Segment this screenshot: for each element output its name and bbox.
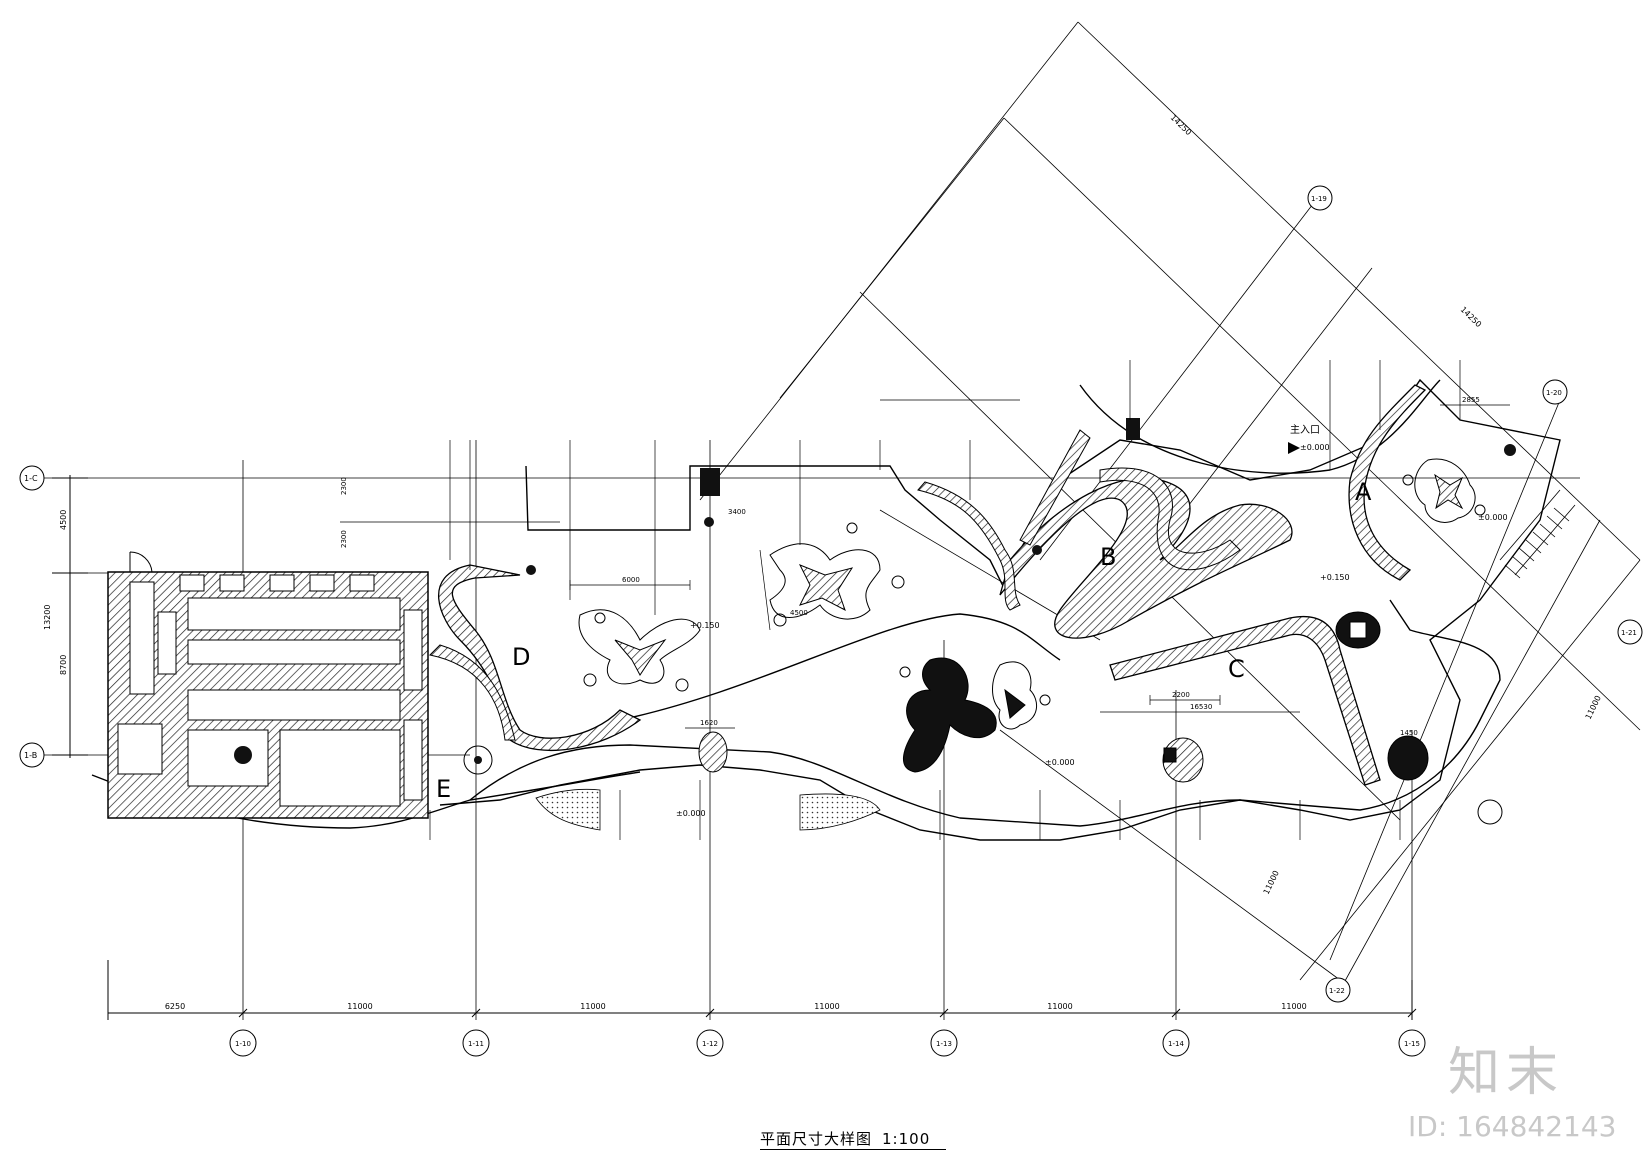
- zone-label-e: E: [436, 775, 451, 803]
- watermark-id: ID: 164842143: [1408, 1110, 1617, 1143]
- elevation-mark-mid: ±0.000: [1045, 758, 1075, 767]
- dim-text-top: 3400: [728, 508, 746, 516]
- elevation-mark-b: +0.150: [1320, 573, 1350, 582]
- zone-label-b: B: [1100, 543, 1116, 571]
- curved-wall-b: [999, 477, 1293, 639]
- dimension-tick: [1171, 1008, 1181, 1018]
- axis-bubble-1-14: [1162, 1029, 1190, 1057]
- axis-label-1-14: 1-14: [1168, 1040, 1184, 1048]
- span-label: 6250: [165, 1002, 185, 1011]
- dimension-tick: [939, 1008, 949, 1018]
- dimension-tick: [1407, 1008, 1417, 1018]
- elevation-mark-bottom: ±0.000: [676, 809, 706, 818]
- axis-bubble-1-10: [229, 1029, 257, 1057]
- entrance-arrow-icon: [1288, 442, 1300, 454]
- dim-text-right: 2855: [1462, 396, 1480, 404]
- dim-text-pod: 1450: [1400, 729, 1418, 737]
- span-label: 11000: [1281, 1002, 1306, 1011]
- drawing-title: 平面尺寸大样图 1:100: [760, 1128, 930, 1149]
- axis-label-1-12: 1-12: [702, 1040, 718, 1048]
- entrance-label: 主入口: [1290, 424, 1320, 436]
- curved-wall-d-2: [428, 644, 516, 741]
- zone-label-d: D: [512, 643, 530, 671]
- axis-label-1-20: 1-20: [1546, 389, 1562, 397]
- dark-pod-2: [1387, 735, 1429, 781]
- rotated-axis-bubbles: 1-19 1-20 1-21 1-22: [1307, 185, 1643, 1003]
- axis-label-1-19: 1-19: [1311, 195, 1327, 203]
- left-dim-bottom: 8700: [59, 655, 68, 675]
- axis-label-1-c: 1-C: [24, 474, 38, 483]
- dim-text-module-mid: 4500: [790, 609, 808, 617]
- dark-pod-1-core: [1349, 621, 1367, 639]
- zone-label-c: C: [1228, 655, 1245, 683]
- axis-label-1-10: 1-10: [235, 1040, 251, 1048]
- corridor-wall: [1019, 429, 1091, 546]
- title-underline: [760, 1149, 946, 1150]
- curved-wall-a: [1348, 384, 1427, 581]
- span-label: 11000: [580, 1002, 605, 1011]
- dim-text-left-2: 2300: [340, 530, 348, 548]
- dim-text-module-left: 6000: [622, 576, 640, 584]
- drawing-title-text: 平面尺寸大样图: [760, 1130, 873, 1148]
- seating-module-mid: [769, 522, 905, 627]
- dim-text-ramp: 16530: [1190, 703, 1212, 711]
- ramp-wall-c: [1109, 616, 1381, 786]
- drawing-scale: 1:100: [882, 1130, 931, 1148]
- axis-label-1-21: 1-21: [1621, 629, 1637, 637]
- entrance-elevation: ±0.000: [1300, 443, 1330, 452]
- rotated-dim-4: 11000: [1262, 869, 1281, 896]
- dim-text-hatched-pod: 2200: [1172, 691, 1190, 699]
- axis-bubble-1-12: [696, 1029, 724, 1057]
- left-dim-total: 13200: [43, 605, 52, 630]
- planter-strip-2: [799, 793, 881, 831]
- rotated-dim-2: 14250: [1459, 305, 1484, 329]
- dimension-tick: [238, 1008, 248, 1018]
- upper-wall: [917, 481, 1021, 611]
- stair: [1499, 489, 1576, 579]
- dark-pod-cluster: [899, 657, 1051, 773]
- kitchen-block: [107, 551, 429, 819]
- axis-bubble-1-11: [462, 1029, 490, 1057]
- planter-strip: [535, 788, 601, 831]
- axis-bubble-1-13: [930, 1029, 958, 1057]
- axis-label-1-15: 1-15: [1404, 1040, 1420, 1048]
- curved-wall-d: [438, 564, 642, 751]
- span-label: 11000: [814, 1002, 839, 1011]
- curved-wall-b-2: [1099, 467, 1241, 571]
- axis-label-1-13: 1-13: [936, 1040, 952, 1048]
- zone-label-a: A: [1355, 478, 1372, 506]
- axis-bubble-1-15: [1398, 1029, 1426, 1057]
- feature-dimension-lines: [569, 404, 1510, 729]
- seating-module-left: [578, 609, 701, 692]
- rotated-dim-3: 11000: [1584, 694, 1603, 721]
- rotated-dim-1: 14250: [1169, 113, 1194, 137]
- bottom-dimension-line: [107, 960, 1413, 1020]
- seating-module-right: [1402, 458, 1486, 523]
- axis-label-1-b: 1-B: [24, 751, 37, 760]
- axis-label-1-22: 1-22: [1329, 987, 1345, 995]
- dimension-tick: [705, 1008, 715, 1018]
- dim-text-left-1: 2300: [340, 477, 348, 495]
- left-dimension-line: [52, 475, 88, 758]
- elevation-mark-a: ±0.000: [1478, 513, 1508, 522]
- left-dim-top: 4500: [59, 510, 68, 530]
- columns: [234, 418, 1516, 775]
- axis-label-1-11: 1-11: [468, 1040, 484, 1048]
- bottom-dimension-labels: 6250 11000 11000 11000 11000 11000: [165, 1002, 1307, 1011]
- annotation-leaders: [429, 360, 1461, 840]
- watermark-logo: 知末: [1448, 1043, 1565, 1103]
- span-label: 11000: [347, 1002, 372, 1011]
- span-label: 11000: [1047, 1002, 1072, 1011]
- dim-text-small-pod: 1620: [700, 719, 718, 727]
- elevation-mark-d: +0.150: [690, 621, 720, 630]
- dimension-tick: [471, 1008, 481, 1018]
- bottom-axis-bubbles: 1-10 1-11 1-12 1-13 1-14 1-15: [229, 1008, 1426, 1057]
- left-axis-bubbles: 1-C 1-B: [19, 465, 45, 768]
- hatched-pod-small: [698, 731, 728, 773]
- hatched-pod-core: [1163, 747, 1177, 763]
